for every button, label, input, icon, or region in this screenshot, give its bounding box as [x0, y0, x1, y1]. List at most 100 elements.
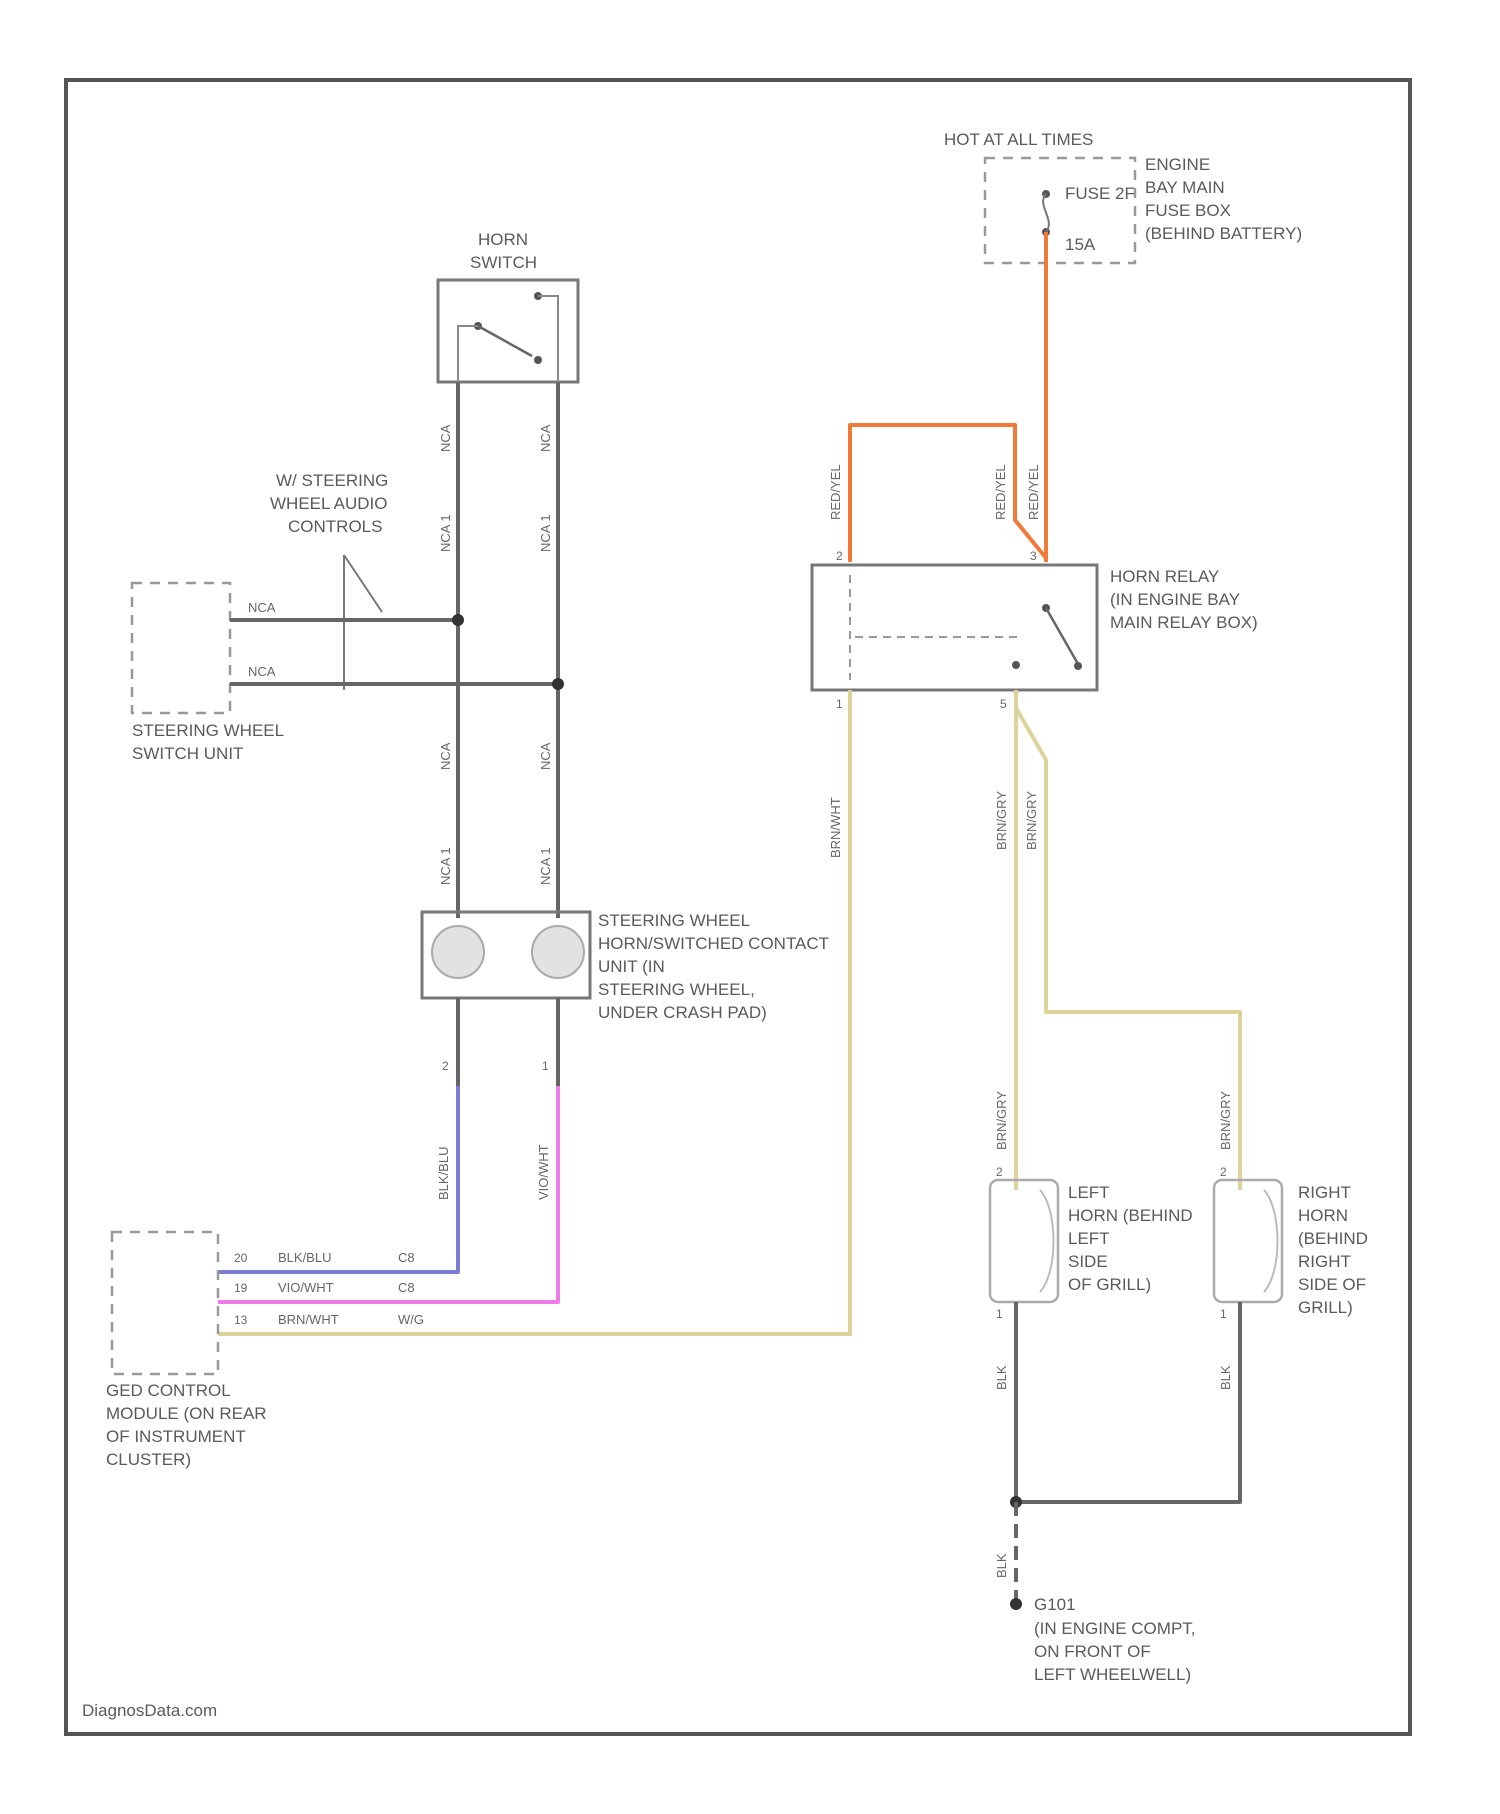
ground-label-3: ON FRONT OF [1034, 1642, 1151, 1661]
left-horn-body [990, 1180, 1058, 1302]
ged-row1-code: C8 [398, 1250, 415, 1265]
right-horn-body [1214, 1180, 1282, 1302]
wire-label-blk-3: BLK [994, 1553, 1009, 1578]
fuse-box-name-2: BAY MAIN [1145, 178, 1225, 197]
wire-label-blk-blu: BLK/BLU [436, 1147, 451, 1200]
ged-row3-pin: 13 [234, 1313, 248, 1327]
switch-unit-label-1: STEERING WHEEL [132, 721, 284, 740]
wire-label-nca-5: NCA [248, 600, 276, 615]
ged-row2-color: VIO/WHT [278, 1280, 334, 1295]
horn-relay-label-3: MAIN RELAY BOX) [1110, 613, 1258, 632]
audio-controls-pointer-tick [344, 555, 382, 612]
audio-controls-label-1: W/ STEERING [276, 471, 388, 490]
left-horn-label-3: LEFT [1068, 1229, 1110, 1248]
wire-label-brn-wht: BRN/WHT [828, 797, 843, 858]
ged-row2-code: C8 [398, 1280, 415, 1295]
wire-label-brn-gry-2: BRN/GRY [1024, 791, 1039, 850]
diagram-frame [66, 80, 1410, 1734]
audio-controls-label-3: CONTROLS [288, 517, 382, 536]
wire-label-red-yel-3: RED/YEL [1026, 464, 1041, 520]
fuse-icon [1043, 194, 1049, 232]
audio-controls-label-2: WHEEL AUDIO [270, 494, 387, 513]
wire-label-nca-2: NCA [538, 424, 553, 452]
wire-label-nca1-1: NCA 1 [438, 514, 453, 552]
left-horn-icon [1040, 1190, 1054, 1292]
right-horn-pin-bottom: 1 [1220, 1307, 1227, 1321]
wire-label-red-yel-2: RED/YEL [993, 464, 1008, 520]
left-horn-label-4: SIDE [1068, 1252, 1108, 1271]
horn-switch-label-1: HORN [478, 230, 528, 249]
ground-point-icon [1010, 1598, 1022, 1610]
wire-right-horn-ground [1016, 1302, 1240, 1502]
right-horn-label-6: GRILL) [1298, 1298, 1353, 1317]
wire-label-nca1-3: NCA 1 [438, 847, 453, 885]
ground-label-2: (IN ENGINE COMPT, [1034, 1619, 1196, 1638]
ground-label-1: G101 [1034, 1595, 1076, 1614]
wire-label-nca1-2: NCA 1 [538, 514, 553, 552]
ged-row3-color: BRN/WHT [278, 1312, 339, 1327]
wire-relay-to-right-horn [1016, 708, 1240, 1190]
ged-row3-code: W/G [398, 1312, 424, 1327]
splice-left [452, 614, 464, 626]
ged-label-4: CLUSTER) [106, 1450, 191, 1469]
horn-relay-label-1: HORN RELAY [1110, 567, 1219, 586]
wire-label-blk-1: BLK [994, 1365, 1009, 1390]
clockspring-right-icon [532, 926, 584, 978]
wire-blk-blu [218, 1086, 458, 1272]
fuse-box-name-4: (BEHIND BATTERY) [1145, 224, 1302, 243]
wire-label-brn-gry-3: BRN/GRY [994, 1091, 1009, 1150]
watermark: DiagnosData.com [82, 1701, 217, 1720]
splice-right [552, 678, 564, 690]
left-horn-pin-top: 2 [996, 1165, 1003, 1179]
left-horn-label-2: HORN (BEHIND [1068, 1206, 1193, 1225]
hot-at-all-times-label: HOT AT ALL TIMES [944, 130, 1093, 149]
right-horn-icon [1264, 1190, 1278, 1292]
relay-contact-b [1074, 662, 1082, 670]
wire-label-nca-3: NCA [438, 742, 453, 770]
relay-pin-5: 5 [1000, 697, 1007, 711]
ground-label-4: LEFT WHEELWELL) [1034, 1665, 1191, 1684]
fuse-rating: 15A [1065, 235, 1096, 254]
horn-relay-box [812, 565, 1097, 690]
left-horn-label-5: OF GRILL) [1068, 1275, 1151, 1294]
steering-wheel-switch-unit [132, 583, 230, 713]
horn-switch-internal-right [538, 296, 558, 382]
right-horn-label-2: HORN [1298, 1206, 1348, 1225]
wire-label-nca-4: NCA [538, 742, 553, 770]
left-horn-pin-bottom: 1 [996, 1307, 1003, 1321]
horn-switch-blade [478, 326, 532, 356]
contact-unit-label-1: STEERING WHEEL [598, 911, 750, 930]
wire-vio-wht [218, 1086, 558, 1302]
fuse-label: FUSE 2F [1065, 184, 1135, 203]
right-horn-label-3: (BEHIND [1298, 1229, 1368, 1248]
relay-pin-3: 3 [1030, 549, 1037, 563]
contact-unit-label-2: HORN/SWITCHED CONTACT [598, 934, 829, 953]
right-horn-label-1: RIGHT [1298, 1183, 1351, 1202]
horn-switch-internal-left [458, 326, 478, 382]
switch-unit-label-2: SWITCH UNIT [132, 744, 243, 763]
clockspring-left-icon [432, 926, 484, 978]
relay-contact-c [1012, 661, 1020, 669]
ged-label-2: MODULE (ON REAR [106, 1404, 267, 1423]
right-horn-pin-top: 2 [1220, 1165, 1227, 1179]
horn-switch-label-2: SWITCH [470, 253, 537, 272]
wire-label-nca1-4: NCA 1 [538, 847, 553, 885]
ged-row2-pin: 19 [234, 1281, 248, 1295]
fuse-box-name-1: ENGINE [1145, 155, 1210, 174]
ged-control-module [112, 1232, 218, 1374]
ged-label-1: GED CONTROL [106, 1381, 231, 1400]
wire-label-brn-gry-4: BRN/GRY [1218, 1091, 1233, 1150]
fuse-box-outline [985, 158, 1135, 263]
relay-pin-2: 2 [836, 549, 843, 563]
wire-relay-coil-feed [850, 425, 1046, 562]
ged-label-3: OF INSTRUMENT [106, 1427, 246, 1446]
contact-unit-label-5: UNDER CRASH PAD) [598, 1003, 767, 1022]
fuse-box-name-3: FUSE BOX [1145, 201, 1231, 220]
contact-pin-right: 1 [542, 1059, 549, 1073]
contact-unit-label-4: STEERING WHEEL, [598, 980, 755, 999]
wire-label-vio-wht: VIO/WHT [536, 1144, 551, 1200]
contact-unit-label-3: UNIT (IN [598, 957, 665, 976]
wire-label-red-yel-1: RED/YEL [828, 464, 843, 520]
left-horn-label-1: LEFT [1068, 1183, 1110, 1202]
